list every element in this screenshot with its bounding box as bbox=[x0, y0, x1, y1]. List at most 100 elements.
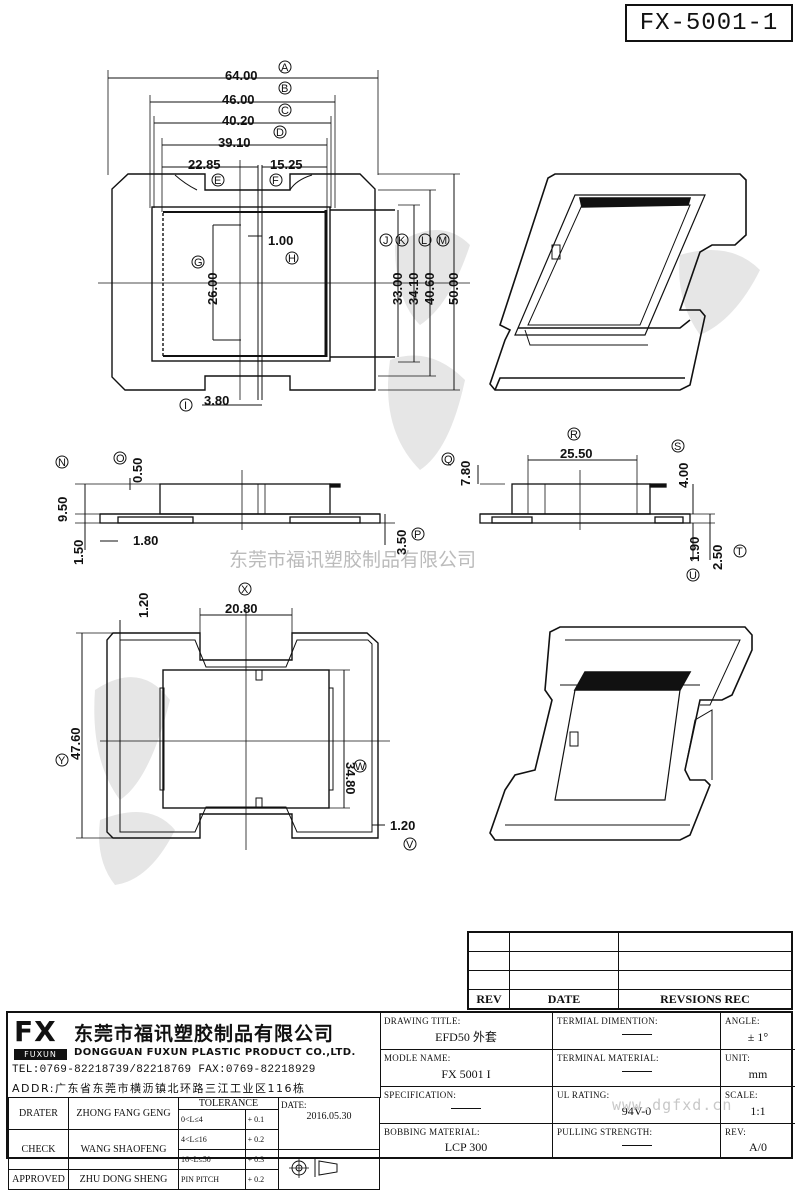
company-address: ADDR:广东省东莞市横沥镇北环路三江工业区116栋 bbox=[12, 1082, 306, 1095]
terminal-material-empty bbox=[621, 1071, 652, 1072]
rev-value: A/0 bbox=[749, 1140, 767, 1154]
marker-g: G bbox=[194, 257, 203, 269]
terminal-dimension-cell: TERMIAL DIMENTION: bbox=[553, 1013, 721, 1050]
unit-value: mm bbox=[748, 1067, 768, 1081]
drawing-title-cell: DRAWING TITLE: EFD50 外套 bbox=[380, 1013, 553, 1050]
scale-value: 1:1 bbox=[750, 1104, 766, 1118]
tol-range-1: 0<L≤4 bbox=[178, 1109, 246, 1130]
marker-f: F bbox=[272, 175, 279, 187]
dim-e: 22.85 bbox=[188, 157, 221, 172]
projection-symbol-cell bbox=[278, 1149, 380, 1190]
drater-value: ZHONG FANG GENG bbox=[68, 1097, 179, 1130]
part-code: FX-5001-1 bbox=[625, 4, 793, 42]
marker-b: B bbox=[281, 83, 288, 95]
marker-c: C bbox=[281, 105, 289, 117]
iso-view-bottom bbox=[489, 626, 753, 841]
specification-cell: SPECIFICATION: bbox=[380, 1087, 553, 1124]
dim-d: 39.10 bbox=[218, 135, 251, 150]
unit-cell: UNIT: mm bbox=[721, 1050, 795, 1087]
revision-table: REV DATE REVSIONS REC bbox=[467, 931, 793, 1010]
watermark-text: 东莞市福讯塑胶制品有限公司 bbox=[229, 549, 476, 571]
bottom-view-marker-letters: X Y W V bbox=[58, 584, 414, 851]
terminal-dimension-empty bbox=[621, 1034, 652, 1035]
marker-o: O bbox=[116, 453, 125, 465]
bottom-view-labels: 20.80 1.20 47.60 34.80 1.20 bbox=[68, 593, 415, 833]
dim-w: 34.80 bbox=[343, 762, 358, 795]
bottom-view-markers bbox=[55, 582, 417, 851]
marker-d: D bbox=[276, 127, 284, 139]
pulling-strength-cell: PULLING STRENGTH: bbox=[553, 1124, 721, 1159]
company-block: FX FUXUN 东莞市福讯塑胶制品有限公司 DONGGUAN FUXUN PL… bbox=[8, 1013, 381, 1098]
rev-label: REV: bbox=[725, 1127, 747, 1137]
bobbing-material-cell: BOBBING MATERIAL: LCP 300 bbox=[380, 1124, 553, 1159]
approved-value: ZHU DONG SHENG bbox=[68, 1169, 179, 1190]
terminal-dimension-label: TERMIAL DIMENTION: bbox=[557, 1016, 658, 1026]
side-view-1-markers bbox=[55, 451, 425, 541]
marker-l: L bbox=[421, 235, 427, 247]
tolerance-label: TOLERANCE bbox=[178, 1097, 279, 1110]
model-name-cell: MODLE NAME: FX 5001 I bbox=[380, 1050, 553, 1087]
dim-g: 26.00 bbox=[205, 272, 220, 305]
marker-t: T bbox=[736, 546, 743, 558]
marker-m: M bbox=[438, 235, 447, 247]
dim-x: 20.80 bbox=[225, 601, 258, 616]
drater-label: DRATER bbox=[8, 1097, 69, 1130]
dim-a: 64.00 bbox=[225, 68, 258, 83]
date-cell: DATE: 2016.05.30 bbox=[278, 1097, 380, 1150]
terminal-material-cell: TERMINAL MATERIAL: bbox=[553, 1050, 721, 1087]
marker-q: Q bbox=[444, 454, 453, 466]
specification-label: SPECIFICATION: bbox=[384, 1090, 457, 1100]
marker-u: U bbox=[689, 570, 697, 582]
top-view-labels: 64.00 46.00 40.20 39.10 22.85 15.25 1.00… bbox=[188, 68, 461, 408]
pulling-strength-label: PULLING STRENGTH: bbox=[557, 1127, 653, 1137]
dim-q1: 1.50 bbox=[71, 540, 86, 565]
rev-col-header: REV bbox=[467, 989, 510, 1010]
ul-rating-label: UL RATING: bbox=[557, 1090, 610, 1100]
marker-r: R bbox=[570, 429, 578, 441]
side-view-2 bbox=[477, 455, 715, 560]
dim-q2: 7.80 bbox=[458, 461, 473, 486]
dim-f: 15.25 bbox=[270, 157, 303, 172]
side-view-1 bbox=[75, 470, 395, 550]
company-name-cn: 东莞市福讯塑胶制品有限公司 bbox=[74, 1023, 335, 1045]
ul-rating-cell: UL RATING: 94V-0 bbox=[553, 1087, 721, 1124]
dim-o: 0.50 bbox=[130, 458, 145, 483]
dim-b: 46.00 bbox=[222, 92, 255, 107]
angle-label: ANGLE: bbox=[725, 1016, 760, 1026]
dim-v: 1.20 bbox=[390, 818, 415, 833]
bottom-view bbox=[76, 608, 390, 850]
dim-r2: 25.50 bbox=[560, 446, 593, 461]
model-name-value: FX 5001 I bbox=[441, 1067, 491, 1081]
marker-w: W bbox=[355, 761, 366, 773]
dim-top: 1.20 bbox=[136, 593, 151, 618]
side-view-2-markers bbox=[441, 427, 747, 582]
pulling-strength-empty bbox=[621, 1145, 652, 1146]
marker-p: P bbox=[414, 529, 421, 541]
company-logo: FX bbox=[14, 1015, 57, 1048]
dim-p: 3.50 bbox=[394, 530, 409, 555]
dim-j: 33.00 bbox=[390, 272, 405, 305]
side-view-1-marker-letters: N O P bbox=[58, 453, 421, 541]
angle-cell: ANGLE: ± 1° bbox=[721, 1013, 795, 1050]
bobbing-material-value: LCP 300 bbox=[444, 1140, 488, 1154]
marker-j: J bbox=[383, 235, 389, 247]
technical-drawing: 东莞市福讯塑胶制品有限公司 bbox=[55, 60, 760, 885]
watermark-url: www.dgfxd.cn bbox=[612, 1096, 733, 1114]
approved-label: APPROVED bbox=[8, 1169, 69, 1190]
revisions-col-header: REVSIONS REC bbox=[618, 989, 793, 1010]
dim-l: 40.60 bbox=[422, 272, 437, 305]
marker-i: I bbox=[184, 400, 187, 412]
dim-c: 40.20 bbox=[222, 113, 255, 128]
dim-u: 1.90 bbox=[687, 537, 702, 562]
marker-h: H bbox=[288, 253, 296, 265]
check-label: CHECK bbox=[8, 1129, 69, 1170]
scale-cell: SCALE: 1:1 bbox=[721, 1087, 795, 1124]
marker-e: E bbox=[214, 175, 221, 187]
side-view-2-marker-letters: Q R S T U bbox=[444, 429, 743, 582]
marker-x: X bbox=[241, 584, 249, 596]
dim-m: 50.00 bbox=[446, 272, 461, 305]
company-name-en: DONGGUAN FUXUN PLASTIC PRODUCT CO.,LTD. bbox=[74, 1047, 356, 1058]
dim-i: 3.80 bbox=[204, 393, 229, 408]
rev-cell: REV: A/0 bbox=[721, 1124, 795, 1159]
date-col-header: DATE bbox=[509, 989, 619, 1010]
